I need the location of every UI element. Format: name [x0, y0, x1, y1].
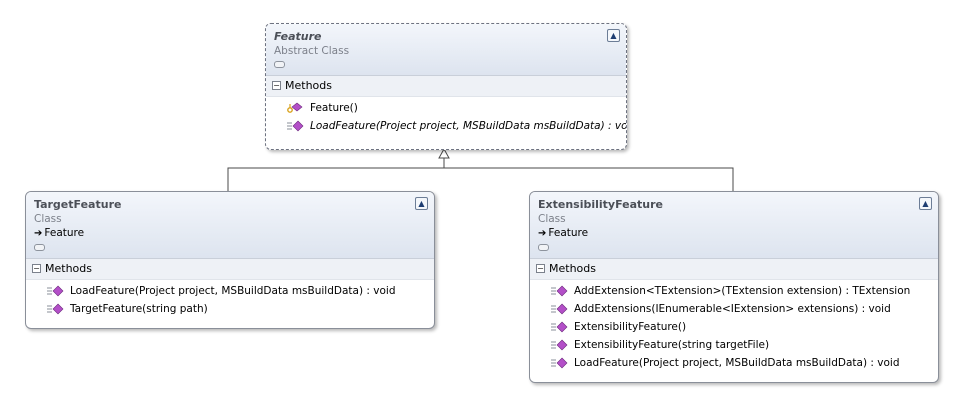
section-title: Methods: [285, 79, 332, 92]
public-method-icon: [551, 321, 568, 333]
class-feature[interactable]: Feature Abstract Class ▲ −Methods Featur…: [265, 23, 627, 150]
public-method-icon: [47, 303, 64, 315]
connector-extensibility-to-feature: [444, 167, 734, 191]
member-text: LoadFeature(Project project, MSBuildData…: [310, 120, 627, 132]
collapse-chevron-icon[interactable]: ▲: [607, 29, 620, 42]
collapse-bar-icon: [274, 61, 285, 68]
inheritance-arrowhead: [438, 147, 450, 159]
collapse-bar-icon: [538, 244, 549, 251]
public-method-icon: [551, 303, 568, 315]
member-target-loadfeature[interactable]: LoadFeature(Project project, MSBuildData…: [26, 282, 434, 300]
collapse-chevron-icon[interactable]: ▲: [919, 197, 932, 210]
member-text: LoadFeature(Project project, MSBuildData…: [70, 285, 396, 297]
class-extensibilityfeature-name: ExtensibilityFeature: [538, 198, 664, 211]
class-extensibilityfeature[interactable]: ExtensibilityFeature Class ➔Feature ▲ −M…: [529, 191, 939, 383]
class-targetfeature-name: TargetFeature: [34, 198, 122, 211]
base-class-name: Feature: [548, 227, 589, 239]
class-targetfeature-stereotype: Class: [34, 213, 62, 225]
member-feature-ctor[interactable]: Feature(): [266, 99, 626, 117]
collapse-chevron-icon[interactable]: ▲: [415, 197, 428, 210]
base-class-name: Feature: [44, 227, 85, 239]
member-ext-loadfeature[interactable]: LoadFeature(Project project, MSBuildData…: [530, 354, 938, 372]
extensibilityfeature-methods-section[interactable]: −Methods: [530, 259, 938, 280]
class-feature-header: Feature Abstract Class ▲: [266, 24, 626, 76]
member-ext-addextension[interactable]: AddExtension<TExtension>(TExtension exte…: [530, 282, 938, 300]
member-text: ExtensibilityFeature(string targetFile): [574, 339, 770, 351]
targetfeature-member-list: LoadFeature(Project project, MSBuildData…: [26, 280, 434, 321]
inherit-arrow-icon: ➔: [538, 228, 547, 239]
minus-toggle-icon[interactable]: −: [272, 81, 281, 90]
public-method-icon: [287, 120, 304, 132]
extensibilityfeature-member-list: AddExtension<TExtension>(TExtension exte…: [530, 280, 938, 375]
minus-toggle-icon[interactable]: −: [536, 264, 545, 273]
member-text: TargetFeature(string path): [70, 303, 208, 315]
protected-method-icon: [287, 102, 303, 113]
member-target-ctor[interactable]: TargetFeature(string path): [26, 300, 434, 318]
member-ext-ctor[interactable]: ExtensibilityFeature(): [530, 318, 938, 336]
class-targetfeature-header: TargetFeature Class ➔Feature ▲: [26, 192, 434, 259]
section-title: Methods: [45, 262, 92, 275]
collapse-bar-icon: [34, 244, 45, 251]
feature-member-list: Feature() LoadFeature(Project project, M…: [266, 97, 626, 138]
member-feature-loadfeature[interactable]: LoadFeature(Project project, MSBuildData…: [266, 117, 626, 135]
targetfeature-methods-section[interactable]: −Methods: [26, 259, 434, 280]
member-text: ExtensibilityFeature(): [574, 321, 687, 333]
public-method-icon: [551, 285, 568, 297]
class-targetfeature[interactable]: TargetFeature Class ➔Feature ▲ −Methods …: [25, 191, 435, 329]
base-class-label: ➔Feature: [34, 226, 426, 241]
feature-methods-section[interactable]: −Methods: [266, 76, 626, 97]
connector-target-to-feature: [227, 167, 444, 191]
member-text: LoadFeature(Project project, MSBuildData…: [574, 357, 900, 369]
member-text: AddExtension<TExtension>(TExtension exte…: [574, 285, 911, 297]
section-title: Methods: [549, 262, 596, 275]
member-ext-addextensions[interactable]: AddExtensions(IEnumerable<IExtension> ex…: [530, 300, 938, 318]
minus-toggle-icon[interactable]: −: [32, 264, 41, 273]
public-method-icon: [47, 285, 64, 297]
member-text: AddExtensions(IEnumerable<IExtension> ex…: [574, 303, 891, 315]
member-text: Feature(): [310, 102, 358, 114]
inherit-arrow-icon: ➔: [34, 228, 43, 239]
public-method-icon: [551, 357, 568, 369]
base-class-label: ➔Feature: [538, 226, 930, 241]
class-extensibilityfeature-stereotype: Class: [538, 213, 566, 225]
class-feature-name: Feature: [274, 30, 322, 43]
public-method-icon: [551, 339, 568, 351]
class-extensibilityfeature-header: ExtensibilityFeature Class ➔Feature ▲: [530, 192, 938, 259]
member-ext-ctor-targetfile[interactable]: ExtensibilityFeature(string targetFile): [530, 336, 938, 354]
class-feature-stereotype: Abstract Class: [274, 45, 350, 57]
